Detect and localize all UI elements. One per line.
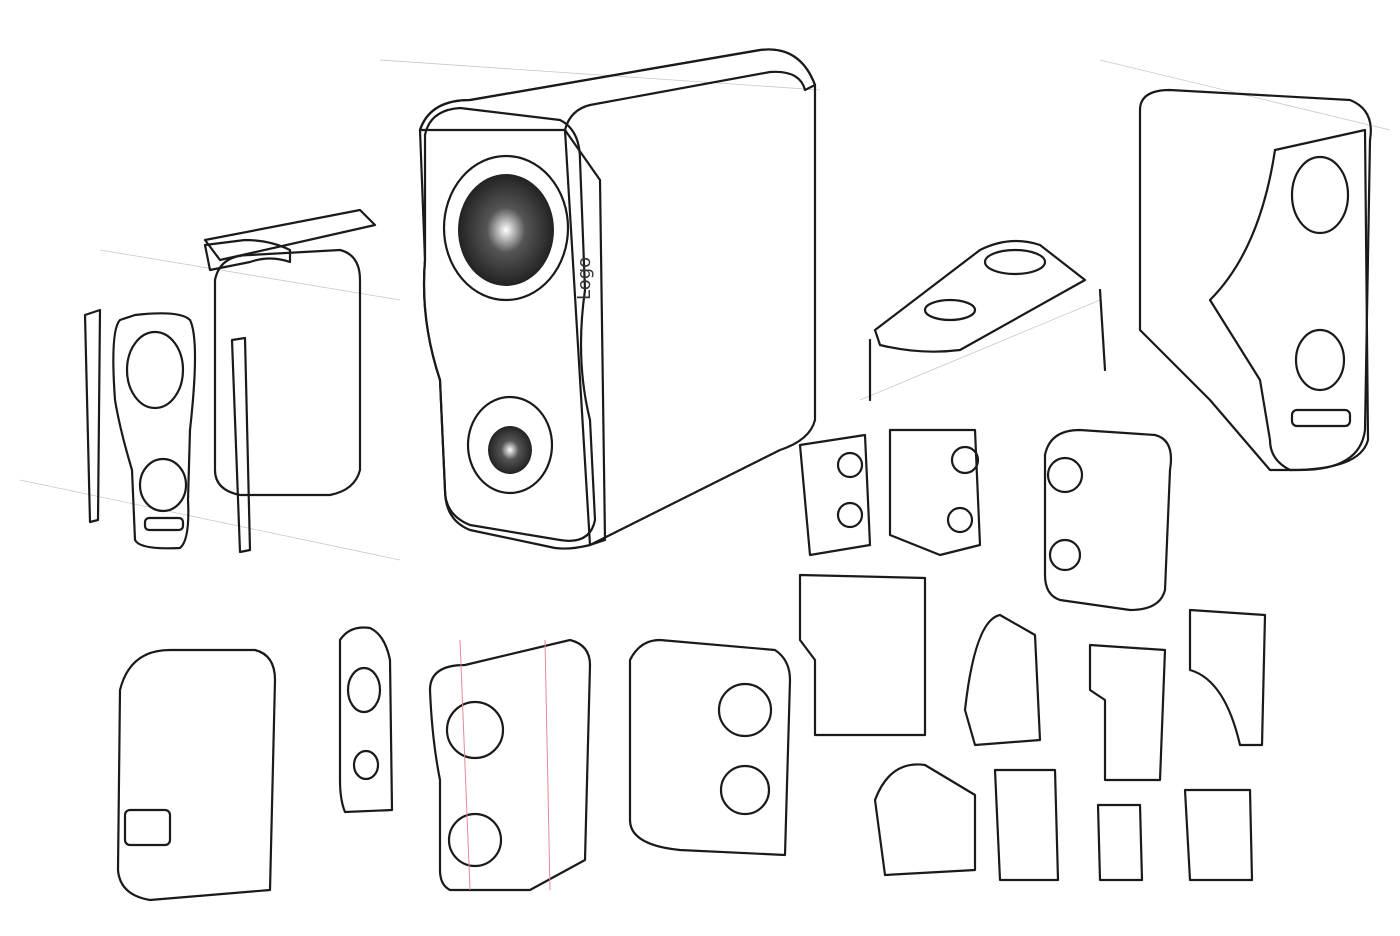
tall-speaker-sketch [1138,88,1372,472]
speaker-top-view-sketch [868,239,1107,402]
main-speaker-sketch: Logo [418,48,817,550]
bottom-row-speaker-sketches [116,626,792,902]
logo-label: Logo [574,257,595,300]
small-speaker-sketches [798,428,1267,882]
exploded-speaker-sketch [83,208,377,554]
construction-lines [19,59,1391,561]
